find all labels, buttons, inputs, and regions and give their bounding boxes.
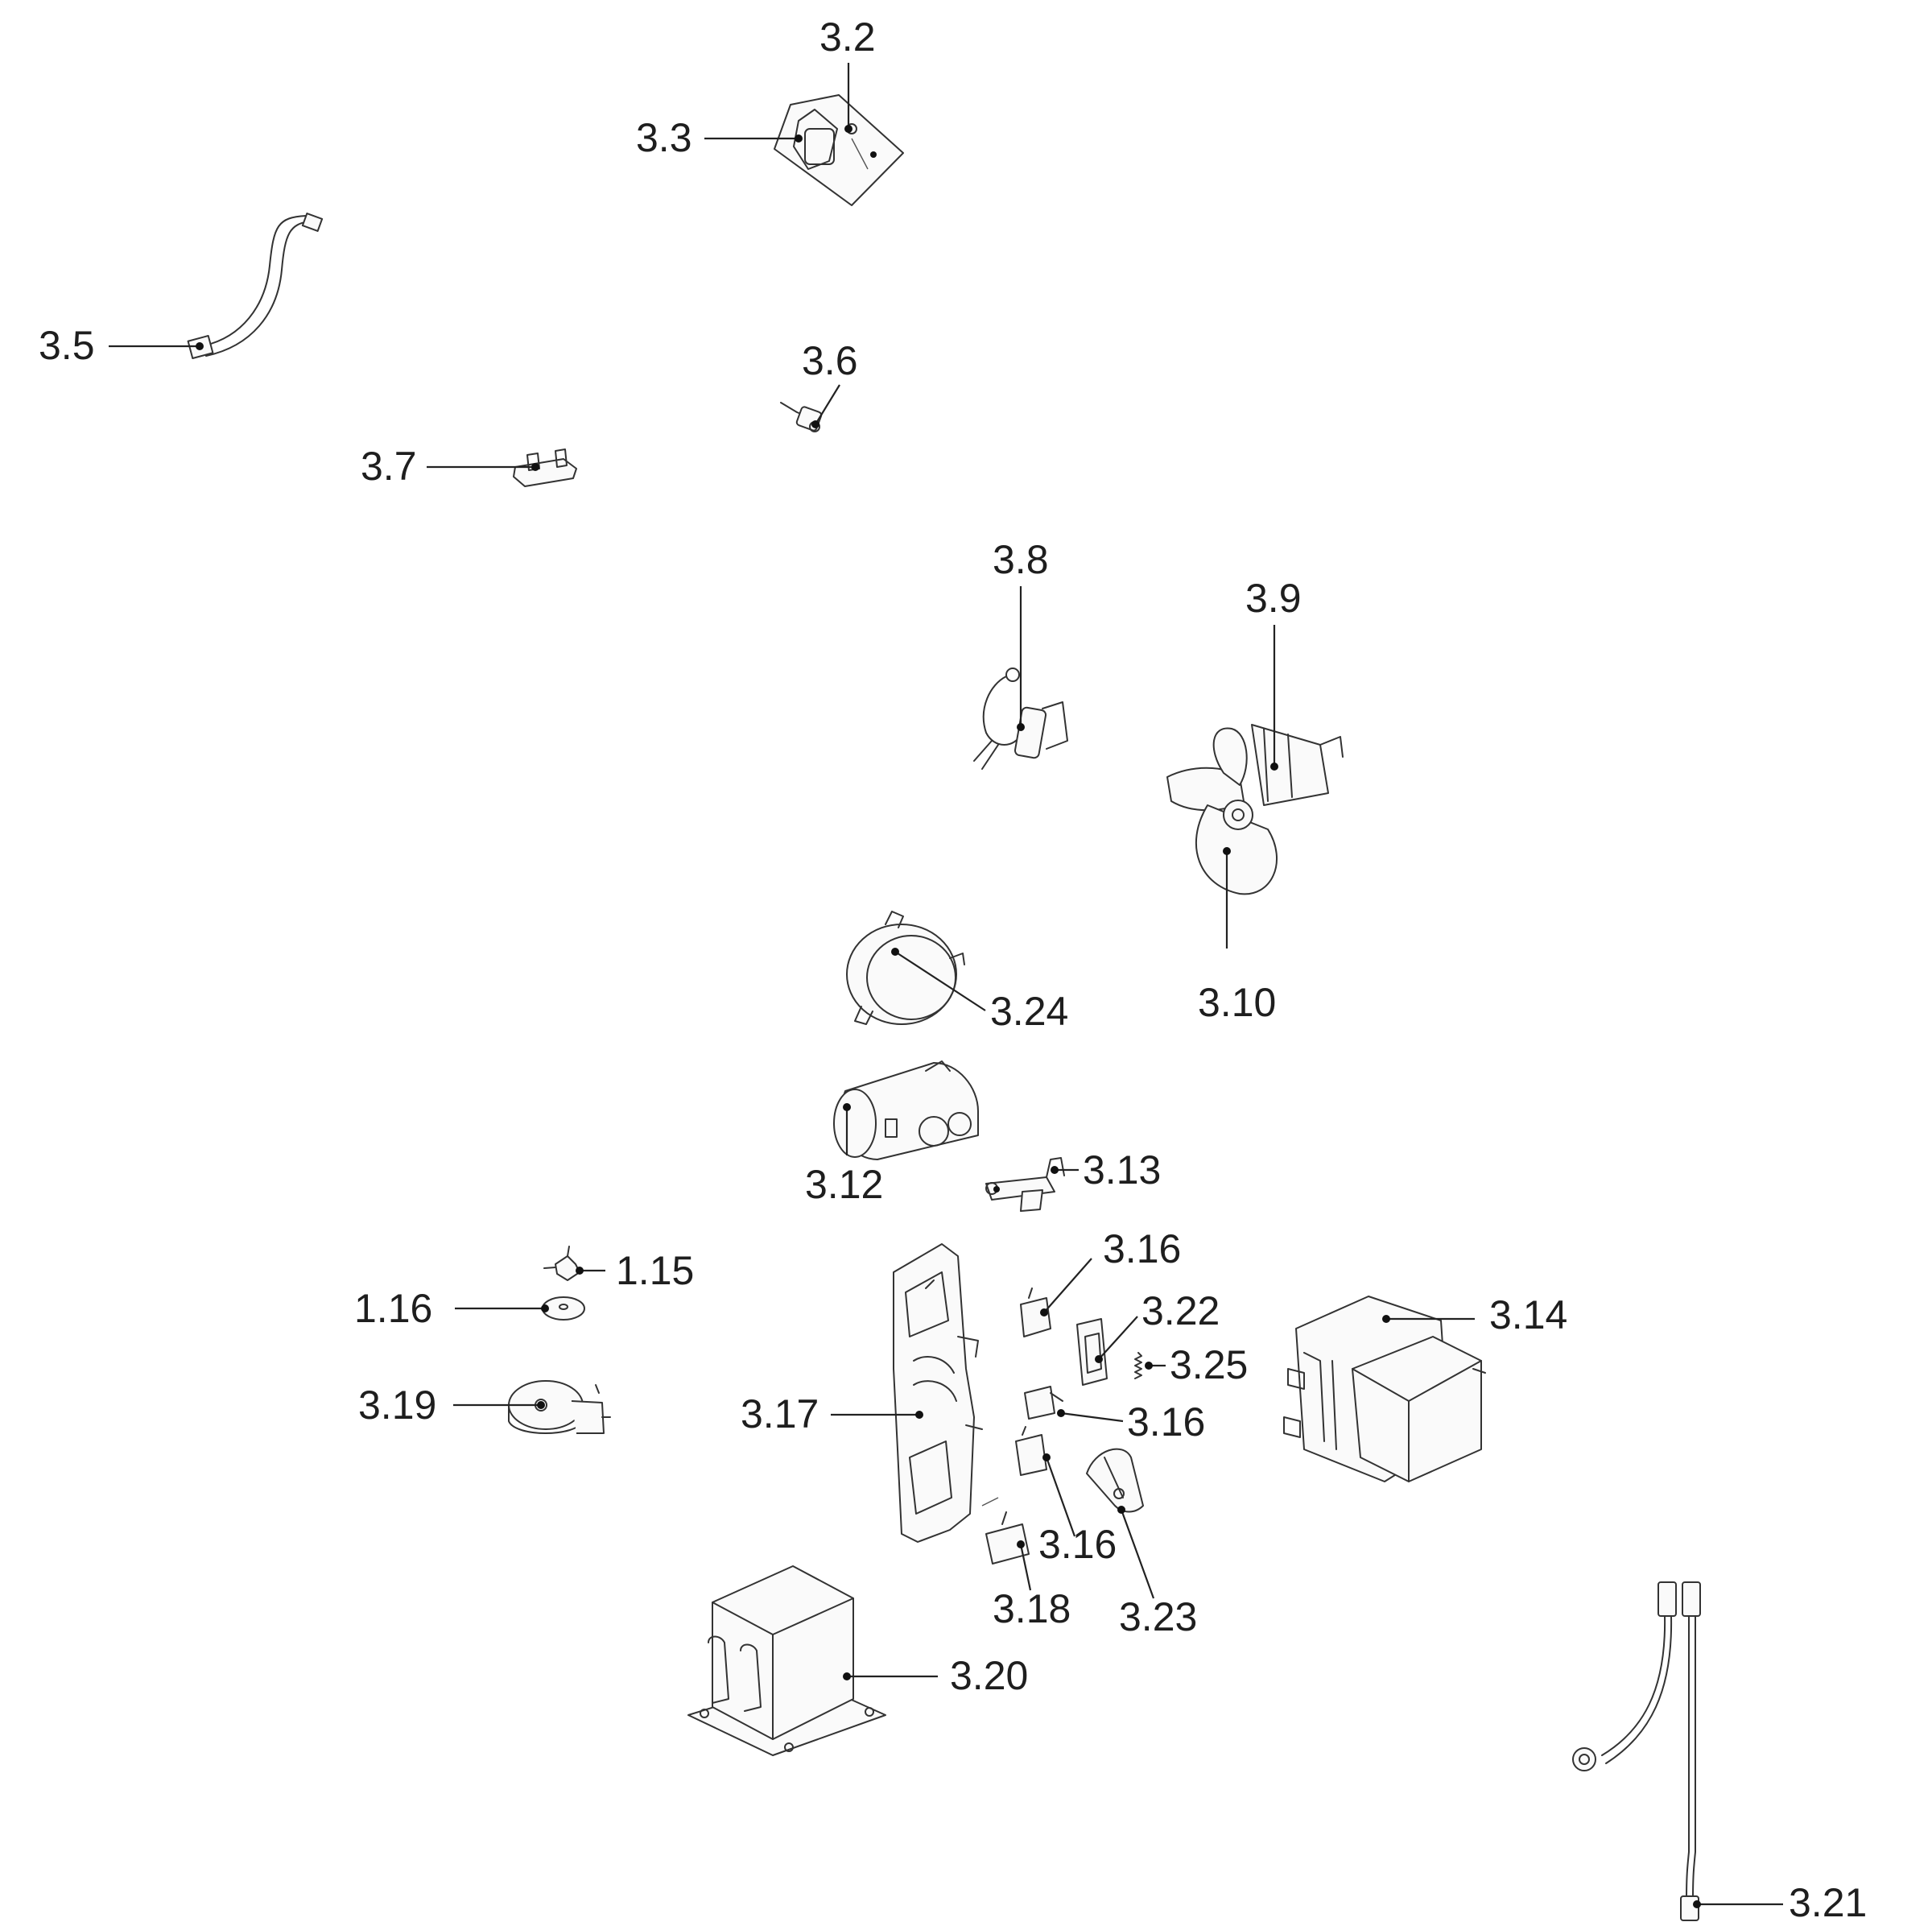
part-latch-board bbox=[893, 1243, 999, 1543]
callout-3-9: 3.9 bbox=[1245, 576, 1302, 621]
callout-3-13: 3.13 bbox=[1083, 1147, 1161, 1192]
part-switch-holder bbox=[1076, 1318, 1108, 1386]
callout-3-8: 3.8 bbox=[993, 537, 1049, 582]
part-diode bbox=[985, 1157, 1065, 1212]
part-switch-a bbox=[1020, 1288, 1051, 1337]
callout-3-6: 3.6 bbox=[802, 338, 858, 383]
callout-1-16: 1.16 bbox=[354, 1286, 432, 1331]
callout-3-16-bottom: 3.16 bbox=[1038, 1522, 1117, 1567]
part-coupler bbox=[543, 1246, 590, 1281]
callout-3-23: 3.23 bbox=[1119, 1594, 1197, 1639]
callout-3-25: 3.25 bbox=[1170, 1342, 1248, 1387]
callout-3-22: 3.22 bbox=[1141, 1288, 1220, 1333]
part-switch-b bbox=[1024, 1386, 1063, 1420]
callout-3-16-middle: 3.16 bbox=[1127, 1399, 1205, 1445]
part-magnetron bbox=[1283, 1296, 1486, 1482]
part-wire-harness bbox=[187, 213, 324, 359]
part-spring bbox=[1134, 1352, 1142, 1379]
callout-3-5: 3.5 bbox=[39, 323, 95, 368]
leader-lines bbox=[109, 63, 1783, 1908]
callout-3-3: 3.3 bbox=[636, 115, 692, 160]
part-lever bbox=[1086, 1448, 1144, 1513]
part-sync-motor bbox=[508, 1380, 611, 1434]
callout-3-14: 3.14 bbox=[1489, 1292, 1567, 1337]
callout-3-20: 3.20 bbox=[950, 1653, 1028, 1698]
part-round-motor bbox=[846, 911, 965, 1025]
part-bracket-3-7 bbox=[513, 448, 577, 487]
callout-1-15: 1.15 bbox=[616, 1248, 694, 1293]
callout-3-12: 3.12 bbox=[805, 1162, 883, 1207]
callout-3-24: 3.24 bbox=[990, 989, 1068, 1034]
callout-3-18: 3.18 bbox=[993, 1586, 1071, 1631]
callout-3-21: 3.21 bbox=[1789, 1880, 1867, 1922]
callout-labels: 3.2 3.3 3.5 3.6 3.7 3.8 3.9 3.10 3.24 3.… bbox=[39, 14, 1867, 1922]
part-switch-d bbox=[985, 1511, 1030, 1564]
callout-3-19: 3.19 bbox=[358, 1383, 436, 1428]
callout-3-16-top: 3.16 bbox=[1103, 1226, 1181, 1271]
part-circuit-board bbox=[774, 94, 904, 206]
callout-3-7: 3.7 bbox=[361, 444, 417, 489]
part-hv-wire bbox=[1572, 1581, 1701, 1921]
part-transformer bbox=[687, 1565, 886, 1756]
callout-3-10: 3.10 bbox=[1198, 980, 1276, 1025]
part-fan-motor bbox=[1166, 724, 1344, 895]
part-switch-c bbox=[1015, 1426, 1047, 1476]
part-lamp bbox=[973, 668, 1068, 770]
callout-3-2: 3.2 bbox=[819, 14, 876, 60]
callout-3-17: 3.17 bbox=[741, 1391, 819, 1436]
part-capacitor bbox=[833, 1060, 979, 1160]
